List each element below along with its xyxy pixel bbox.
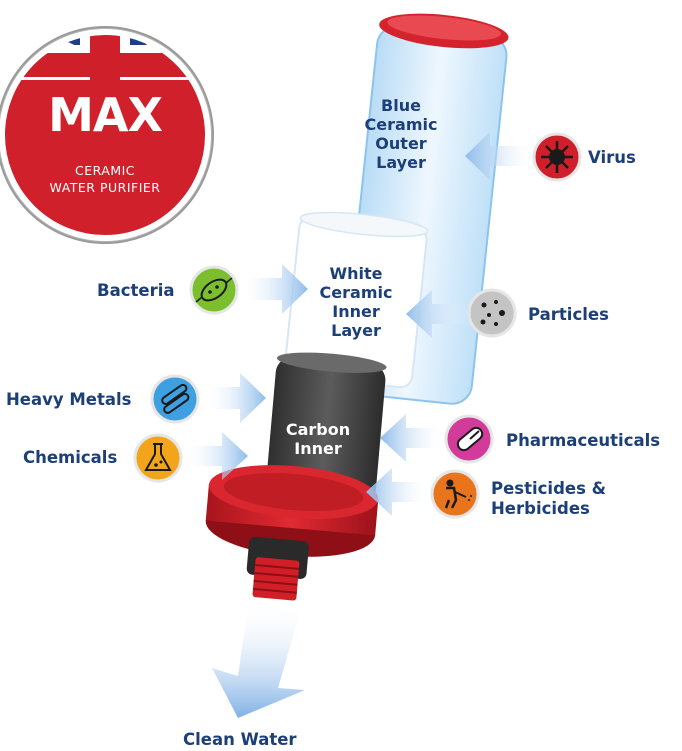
particles-label: Particles bbox=[528, 305, 609, 324]
particles-icon bbox=[467, 288, 517, 338]
pill-capsule-icon bbox=[444, 414, 494, 464]
flask-icon bbox=[133, 433, 183, 483]
bacteria-arrow bbox=[240, 264, 308, 314]
clean-water-label: Clean Water bbox=[183, 730, 297, 749]
badge-subtitle-line1: CERAMIC bbox=[74, 163, 136, 178]
virus-icon bbox=[532, 132, 582, 182]
metal-pipes-icon bbox=[150, 374, 200, 424]
herbicides-label: Herbicides bbox=[491, 499, 590, 518]
max-badge bbox=[0, 26, 214, 244]
badge-title: MAX bbox=[48, 88, 163, 142]
clean-water-arrow bbox=[212, 605, 305, 718]
virus-arrow bbox=[465, 132, 535, 180]
badge-subtitle: CERAMIC WATER PURIFIER bbox=[40, 162, 170, 196]
chemicals-label: Chemicals bbox=[23, 448, 118, 467]
virus-label: Virus bbox=[588, 148, 636, 167]
pesticides-arrow bbox=[366, 468, 430, 516]
heavy-metals-label: Heavy Metals bbox=[6, 390, 132, 409]
bacteria-icon bbox=[189, 265, 239, 315]
sprayer-person-icon bbox=[430, 469, 480, 519]
particles-arrow bbox=[406, 290, 470, 338]
outer-layer-label: Blue Ceramic Outer Layer bbox=[364, 96, 438, 172]
carbon-layer-label: Carbon Inner bbox=[285, 420, 351, 458]
bacteria-label: Bacteria bbox=[97, 281, 175, 300]
badge-subtitle-line2: WATER PURIFIER bbox=[49, 180, 161, 195]
white-ceramic-inner-layer bbox=[283, 211, 429, 389]
heavy-metals-arrow bbox=[205, 373, 266, 423]
chemicals-arrow bbox=[185, 432, 248, 480]
pesticides-label: Pesticides & bbox=[491, 479, 607, 498]
red-end-cap bbox=[205, 465, 379, 601]
pharmaceuticals-arrow bbox=[380, 414, 445, 462]
pharmaceuticals-label: Pharmaceuticals bbox=[506, 431, 661, 450]
inner-layer-label: White Ceramic Inner Layer bbox=[319, 264, 393, 340]
